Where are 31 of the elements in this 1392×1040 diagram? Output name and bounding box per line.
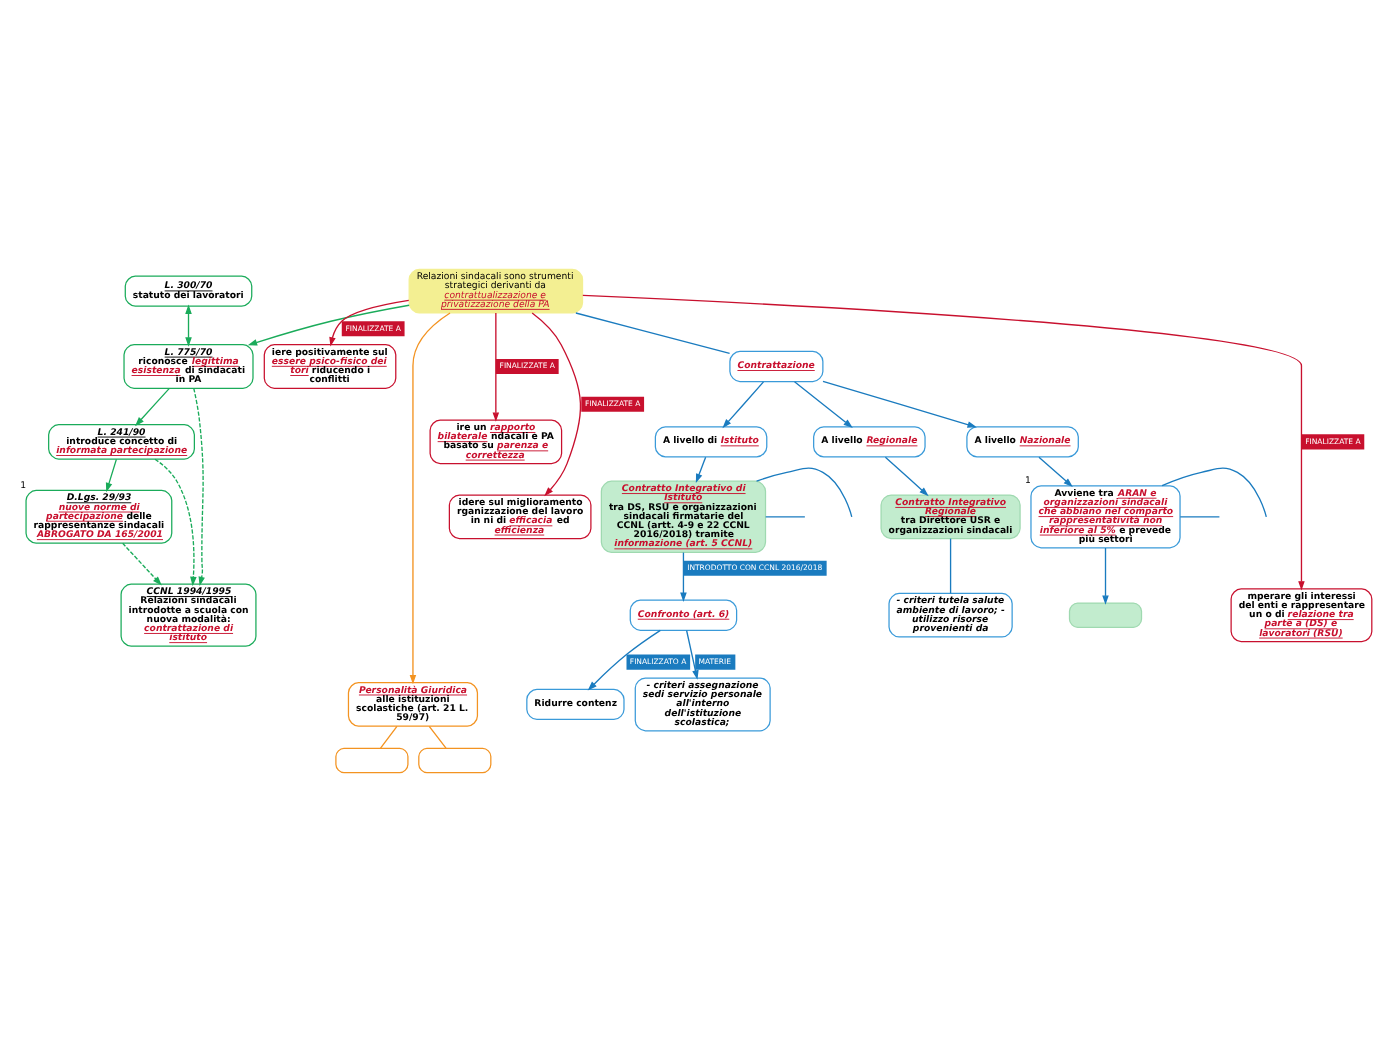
arrow [329,298,410,346]
arrow [695,455,707,483]
arrow [822,379,977,427]
connector [428,724,447,748]
arrow [193,386,205,586]
connector [1179,515,1221,517]
arrow [105,457,118,492]
arrow [135,386,170,426]
arrow [492,311,500,421]
arrow [531,311,582,496]
node-box [418,746,492,773]
connector [379,724,398,748]
connector [949,536,952,594]
node-box [1068,601,1143,627]
arrow [884,455,929,496]
arrow [154,457,197,586]
arrow [409,311,451,684]
connector [1161,466,1267,517]
arrow [1038,455,1073,487]
arrow [685,628,699,679]
node-box [335,746,409,773]
arrow [247,303,410,345]
arrow [793,380,853,427]
arrow [122,541,162,585]
arrow [587,628,662,690]
connector [755,466,853,517]
arrow [1102,546,1109,604]
arrow [722,380,765,428]
connector [575,311,731,354]
arrow [185,303,192,346]
connector [765,515,806,517]
